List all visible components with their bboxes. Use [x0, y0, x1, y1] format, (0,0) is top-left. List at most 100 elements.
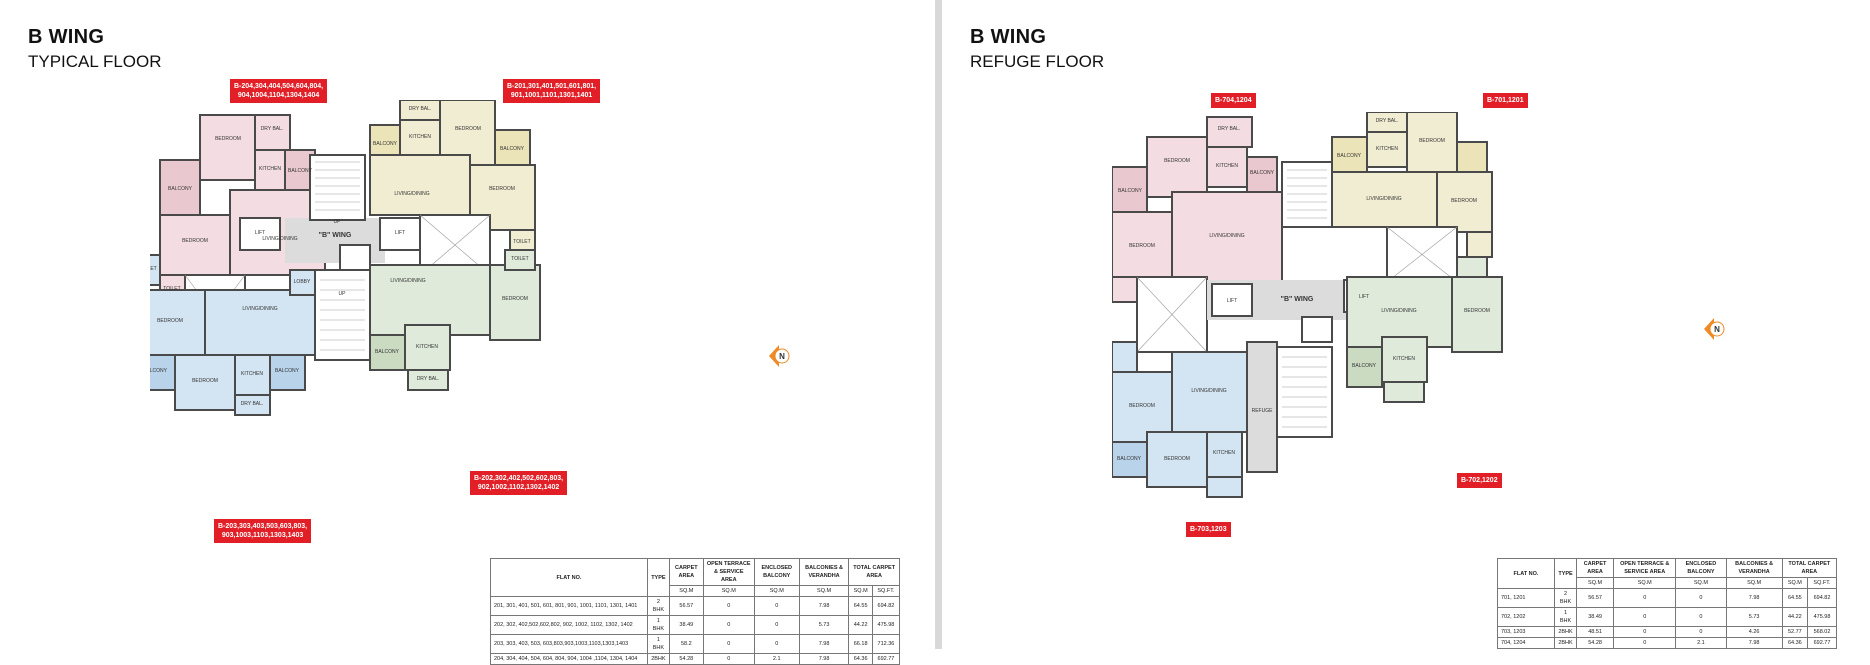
cell: 0: [702, 615, 755, 635]
room-label: BEDROOM: [1129, 243, 1155, 249]
room-label: BEDROOM: [192, 378, 218, 384]
cell: 5.73: [1725, 607, 1783, 627]
col-header: TYPE: [647, 558, 670, 597]
lift: [1301, 316, 1333, 343]
refuge-floor-page: B WING REFUGE FLOOR B-704,1204 B-701,120…: [942, 0, 1870, 649]
cell: 0: [1613, 588, 1677, 608]
bedroom-room: [174, 354, 236, 411]
refuge-area: [1246, 341, 1278, 473]
cell: 475.98: [1806, 607, 1838, 627]
north-arrow-icon: N: [769, 345, 790, 367]
cell: 0: [1613, 637, 1677, 649]
room-label: KITCHEN: [1216, 163, 1238, 169]
unit-cell: SQ.M: [798, 585, 850, 597]
balcony-room: [494, 129, 531, 171]
toilet-room: [1112, 341, 1138, 373]
cell: 64.55: [1781, 588, 1808, 608]
balcony-room: [1331, 136, 1368, 178]
room-label: BEDROOM: [1464, 308, 1490, 314]
room-label: BEDROOM: [1164, 456, 1190, 462]
room-label: BEDROOM: [502, 296, 528, 302]
cell: 0: [1675, 626, 1727, 638]
cell: 52.77: [1781, 626, 1808, 638]
room-label: BEDROOM: [1129, 403, 1155, 409]
room-label: LIFT: [1227, 298, 1237, 304]
flat-tag-top-left: B-704,1204: [1211, 93, 1256, 108]
room-label: BALCONY: [500, 146, 525, 152]
col-header: ENCLOSED BALCONY: [753, 558, 800, 586]
lift: [339, 244, 371, 271]
cell: 0: [702, 634, 755, 654]
cell: 692.77: [871, 653, 901, 665]
typical-floor-plan: BALCONY BEDROOM DRY BAL. KITCHEN BALCONY…: [150, 100, 541, 416]
cell: 64.55: [848, 596, 873, 616]
table-row: 202, 302, 402,502,602,802, 902, 1002, 11…: [490, 615, 901, 635]
col-header: BALCONIES & VERANDHA: [798, 558, 850, 586]
cell: 7.98: [1725, 637, 1783, 649]
bedroom-room: [1146, 136, 1208, 198]
room-labels: BALCONY BEDROOM DRY BAL. KITCHEN BALCONY…: [150, 106, 531, 407]
north-arrow-icon: N: [1704, 318, 1725, 340]
cell: 58.2: [668, 634, 704, 654]
cell: 54.28: [1576, 637, 1615, 649]
living-dining-room: [1171, 191, 1283, 283]
living-dining-room: [204, 289, 316, 356]
col-header: OPEN TERRACE & SERVICE AREA: [1613, 558, 1677, 578]
staircase: [1281, 161, 1333, 228]
room-label: TOILET: [163, 286, 180, 292]
north-label: N: [779, 352, 785, 361]
room-label: DRY BAL.: [1376, 118, 1399, 124]
room-label: BALCONY: [150, 368, 168, 374]
col-header: BALCONIES & VERANDHA: [1725, 558, 1783, 578]
table-row: 204, 304, 404, 504, 604, 804, 904, 1004 …: [490, 653, 901, 665]
kitchen-room: [404, 324, 451, 371]
cell: 0: [702, 596, 755, 616]
toilet-room: [504, 249, 536, 271]
col-header: TOTAL CARPET AREA: [1781, 558, 1838, 578]
unit-cell: SQ.M: [1725, 577, 1783, 589]
room-label: TOILET: [150, 266, 157, 272]
cell: 2 BHK: [1553, 588, 1578, 608]
page-gutter: [935, 0, 942, 649]
dry-balcony-room: [1206, 476, 1243, 498]
toilet-room: [1112, 276, 1138, 303]
room-label: BALCONY: [288, 168, 313, 174]
room-label: BALCONY: [1352, 363, 1377, 369]
cell: 0: [753, 615, 800, 635]
room-labels: "B" WING REFUGE LIFT LIFT BALCONY BEDROO…: [1117, 118, 1490, 462]
cell: 712.36: [871, 634, 901, 654]
room-label: BALCONY: [275, 368, 300, 374]
cell: 38.49: [668, 615, 704, 635]
cell: 702, 1202: [1497, 607, 1555, 627]
dry-balcony-room: [407, 369, 449, 391]
flat-tag-bottom-left: B-703,1203: [1186, 522, 1231, 537]
room-label: UP: [339, 291, 347, 297]
bedroom-room: [159, 214, 231, 276]
unit-cell: SQ.M: [753, 585, 800, 597]
room-label: BALCONY: [373, 141, 398, 147]
room-label: LIFT: [255, 230, 265, 236]
toilet-room: [150, 254, 161, 286]
cell: 202, 302, 402,502,602,802, 902, 1002, 11…: [490, 615, 648, 635]
room-label: KITCHEN: [1376, 146, 1398, 152]
unit-cell: SQ.M: [1613, 577, 1677, 589]
cell: 701, 1201: [1497, 588, 1555, 608]
toilet-room: [1456, 256, 1488, 278]
dry-balcony-room: [254, 114, 291, 151]
room-label: BEDROOM: [1164, 158, 1190, 164]
unit-cell: SQ.M: [1781, 577, 1808, 589]
unit-cell: SQ.M: [1675, 577, 1727, 589]
cell: 38.49: [1576, 607, 1615, 627]
cell: 2BHK: [647, 653, 670, 665]
cell: 56.57: [1576, 588, 1615, 608]
room-label: BEDROOM: [1451, 198, 1477, 204]
flat-tag-top-right: B-201,301,401,501,601,801, 901,1001,1101…: [503, 79, 601, 103]
cell: 7.98: [1725, 588, 1783, 608]
cell: 0: [753, 596, 800, 616]
flat-tag-text: B-202,302,402,502,602,803, 902,1002,1102…: [474, 475, 564, 491]
north-label: N: [1714, 325, 1720, 334]
room-label: BALCONY: [1118, 188, 1143, 194]
room-label: BEDROOM: [489, 186, 515, 192]
dry-balcony-room: [1206, 116, 1253, 148]
